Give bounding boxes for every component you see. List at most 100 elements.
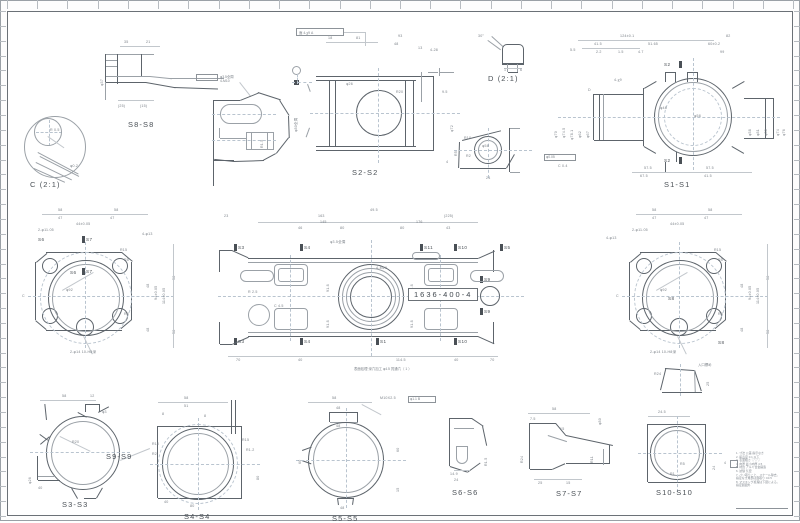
lf-callout-r5: R5 [124,258,129,262]
rf-marker-s8-a: S8 [668,296,675,301]
ruler-tick [0,263,6,265]
lf-callout-counterbore: 2-φ14 10-H8深 [70,350,97,354]
ruler-tick [794,337,800,339]
notes-line: 指定なき角部は面取り C0.5 [736,476,772,481]
s1-dim-2: 51.65 [648,42,658,46]
s8-dim-3: (15) [140,104,148,108]
ruler-tick [794,456,800,458]
ruler-tick [0,70,6,72]
s3-dim-0: 58 [62,394,67,398]
main-marker-s3-bot: S3 [238,339,245,344]
s5-dim-8: 48 [340,506,345,510]
s6-dim-1: 24 [454,478,459,482]
notes-line: 5. 材質 アルミ合金鏋造 [736,465,767,470]
ruler-tick [0,293,6,295]
ruler-tick [611,0,613,9]
section-view-s2: 面 4-χ9 A 18 81 93 48 13 4-28 φ80全周 [290,28,460,183]
ruler-tick [794,263,800,265]
ruler-tick [0,114,6,116]
rf-dim-3: 47 [704,216,709,220]
lf-right-dim-1: 94±0.05 [154,285,158,300]
ruler-tick [551,0,553,9]
section-label-s7: S7-S7 [556,489,583,498]
s2-dim-4: 13 [418,46,423,50]
ruler-tick [794,70,800,72]
nose-note: 入口標め [698,363,712,367]
section-label-s9: S9-S9 [106,452,133,461]
s2-note-b: R20 [396,90,404,94]
ruler-tick [794,471,800,473]
boss-view: R10 φ58 R2 R5 24 [452,122,542,186]
rf-callout-counterbore: 2-φ14 10-H8深 [650,350,677,354]
s7-dim-1: 7.5 [530,417,536,421]
lf-right-dim-5: 48 [146,327,150,332]
main-dim-145: 145 [320,220,327,224]
s2-dim-3: 48 [394,42,399,46]
ruler-tick [794,486,800,488]
s1-left-dim-4: φ67 [586,131,590,138]
ruler-tick [794,55,800,57]
notes-line: 指定範囲外 [736,483,751,488]
s2-dim-2: 93 [398,34,403,38]
ruler-tick [641,0,643,9]
main-bot-dim-2: 114.5 [396,358,406,362]
ruler-tick [794,248,800,250]
s1-left-dim-0: φ70 [554,131,558,138]
s5-dim-3: 60 [298,459,302,464]
rf-right-dim-5: 48 [740,327,744,332]
left-flange-view: 58 58 47 47 44±0.05 2-φ11.05 4-φ13 S7 S7… [14,200,194,360]
s9-dim-7: R1.2 [246,448,255,452]
ruler-tick [0,174,6,176]
s7-dim-7: 15 [566,481,571,485]
s5-dim-1: 48 [336,406,341,410]
section-label-s10: S10-S10 [656,488,693,497]
lf-dim-3: 47 [110,216,115,220]
section-view-s8: 35 21 (25) (15) φ37 S8-S8 [96,38,226,138]
s8-dim-0: 35 [124,40,129,44]
s6-dim-2: R1.5 [484,457,488,466]
s9-dim-4: R10 [152,442,160,446]
nose-view: R24 25 入口標め [654,362,726,402]
s9-dim-9: 80 [190,504,195,508]
ruler-tick [794,144,800,146]
s8-dim-1: 21 [146,40,151,44]
ruler-tick [794,426,800,428]
s1-dim-3: 82 [726,34,731,38]
boss-dim-4: 24 [486,176,491,180]
ruler-tick [400,0,401,9]
ruler-tick [0,278,6,280]
ruler-tick [127,0,129,9]
s3-dim-3: R20 [72,440,80,444]
s2-right-dim-0: 9.5 [442,90,448,94]
main-callout-2: R 2.5 [248,290,258,294]
ruler-tick [0,55,6,57]
ruler-tick [279,0,281,9]
ruler-tick [732,0,734,9]
rf-callout-r5b: R5 [718,312,723,316]
ruler-tick [0,486,6,488]
s1-dim-9: 4.7 [638,50,644,54]
s9-dim-2: 8 [162,412,165,416]
ruler-tick [0,100,6,102]
ruler-tick [460,0,462,9]
main-bottom-note: 表面処理 深穴加工 φ4.5 貫通穴（ 1 ） [354,367,412,371]
ruler-tick [0,352,6,354]
ruler-tick [490,0,492,9]
ruler-tick [0,144,6,146]
s1-dim-0: 124±0.1 [620,34,635,38]
lf-right-dim-0: 48 [146,283,150,288]
s1-right-dim-4: φ76 [782,129,786,136]
ruler-tick [702,0,704,9]
d-detail-angle: 30° [478,34,485,38]
main-marker-s1-bot: S1 [380,339,387,344]
main-left-dim-0: 91.8 [326,284,330,292]
rf-callout-r15: R15 [714,248,722,252]
part-number-box: 1636-400-4 [408,288,479,301]
lf-dim-5: 2-φ11.05 [38,228,54,232]
ruler-tick [0,441,6,443]
ruler-tick [794,85,800,87]
lf-dim-0: 58 [58,208,63,212]
ruler-tick [0,397,6,399]
ruler-tick [7,0,8,9]
